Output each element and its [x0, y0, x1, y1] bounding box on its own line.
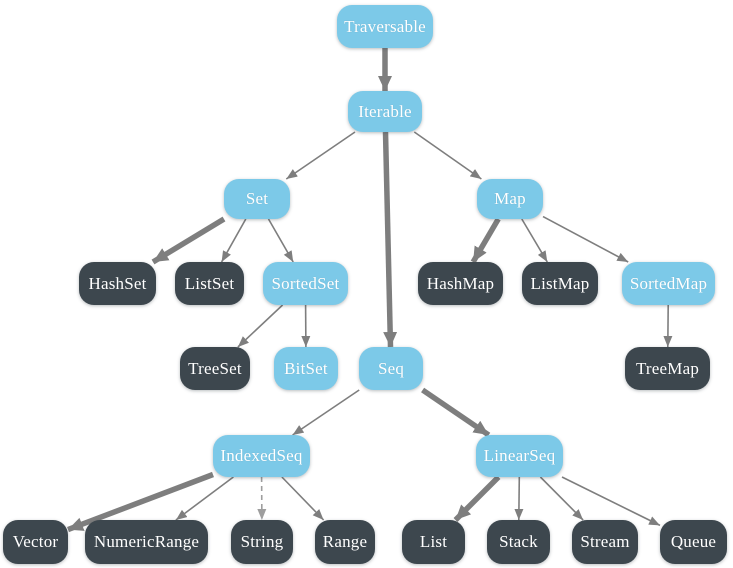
- node-string: String: [231, 520, 293, 564]
- edge-linearseq-stream: [539, 476, 584, 521]
- node-vector: Vector: [3, 520, 68, 564]
- edge-map-hashmap: [470, 217, 501, 264]
- node-iterable: Iterable: [348, 91, 422, 132]
- node-listmap: ListMap: [522, 262, 598, 305]
- node-treeset: TreeSet: [180, 347, 250, 390]
- node-set: Set: [224, 179, 290, 219]
- edge-map-sortedmap: [542, 215, 629, 263]
- edge-iterable-seq: [382, 131, 398, 348]
- node-map: Map: [477, 179, 543, 219]
- edge-sortedset-treeset: [237, 304, 284, 348]
- node-linearseq: LinearSeq: [476, 435, 563, 477]
- node-treemap: TreeMap: [625, 347, 710, 390]
- node-numericrange: NumericRange: [85, 520, 208, 564]
- edge-seq-linearseq: [421, 387, 491, 438]
- node-hashmap: HashMap: [418, 262, 503, 305]
- node-sortedmap: SortedMap: [622, 262, 715, 305]
- node-bitset: BitSet: [274, 347, 338, 390]
- node-seq: Seq: [359, 347, 423, 390]
- edge-iterable-set: [285, 131, 356, 180]
- edge-linearseq-list: [453, 475, 501, 522]
- node-stack: Stack: [487, 520, 550, 564]
- node-queue: Queue: [660, 520, 727, 564]
- edge-indexedseq-vector: [67, 471, 214, 533]
- edge-set-hashset: [151, 216, 226, 265]
- node-listset: ListSet: [175, 262, 244, 305]
- edge-map-listmap: [521, 218, 548, 263]
- edge-linearseq-stack: [514, 476, 524, 521]
- node-sortedset: SortedSet: [263, 262, 348, 305]
- node-stream: Stream: [572, 520, 638, 564]
- edge-set-listset: [220, 218, 247, 263]
- edge-indexedseq-range: [281, 476, 325, 521]
- node-indexedseq: IndexedSeq: [213, 435, 310, 477]
- node-list: List: [402, 520, 465, 564]
- edge-linearseq-queue: [561, 476, 661, 527]
- edge-set-sortedset: [267, 218, 294, 263]
- node-range: Range: [315, 520, 375, 564]
- edge-iterable-map: [413, 131, 482, 180]
- node-traversable: Traversable: [337, 5, 433, 48]
- edge-seq-indexedseq: [292, 389, 360, 436]
- node-hashset: HashSet: [79, 262, 156, 305]
- edge-indexedseq-numericrange: [175, 476, 234, 521]
